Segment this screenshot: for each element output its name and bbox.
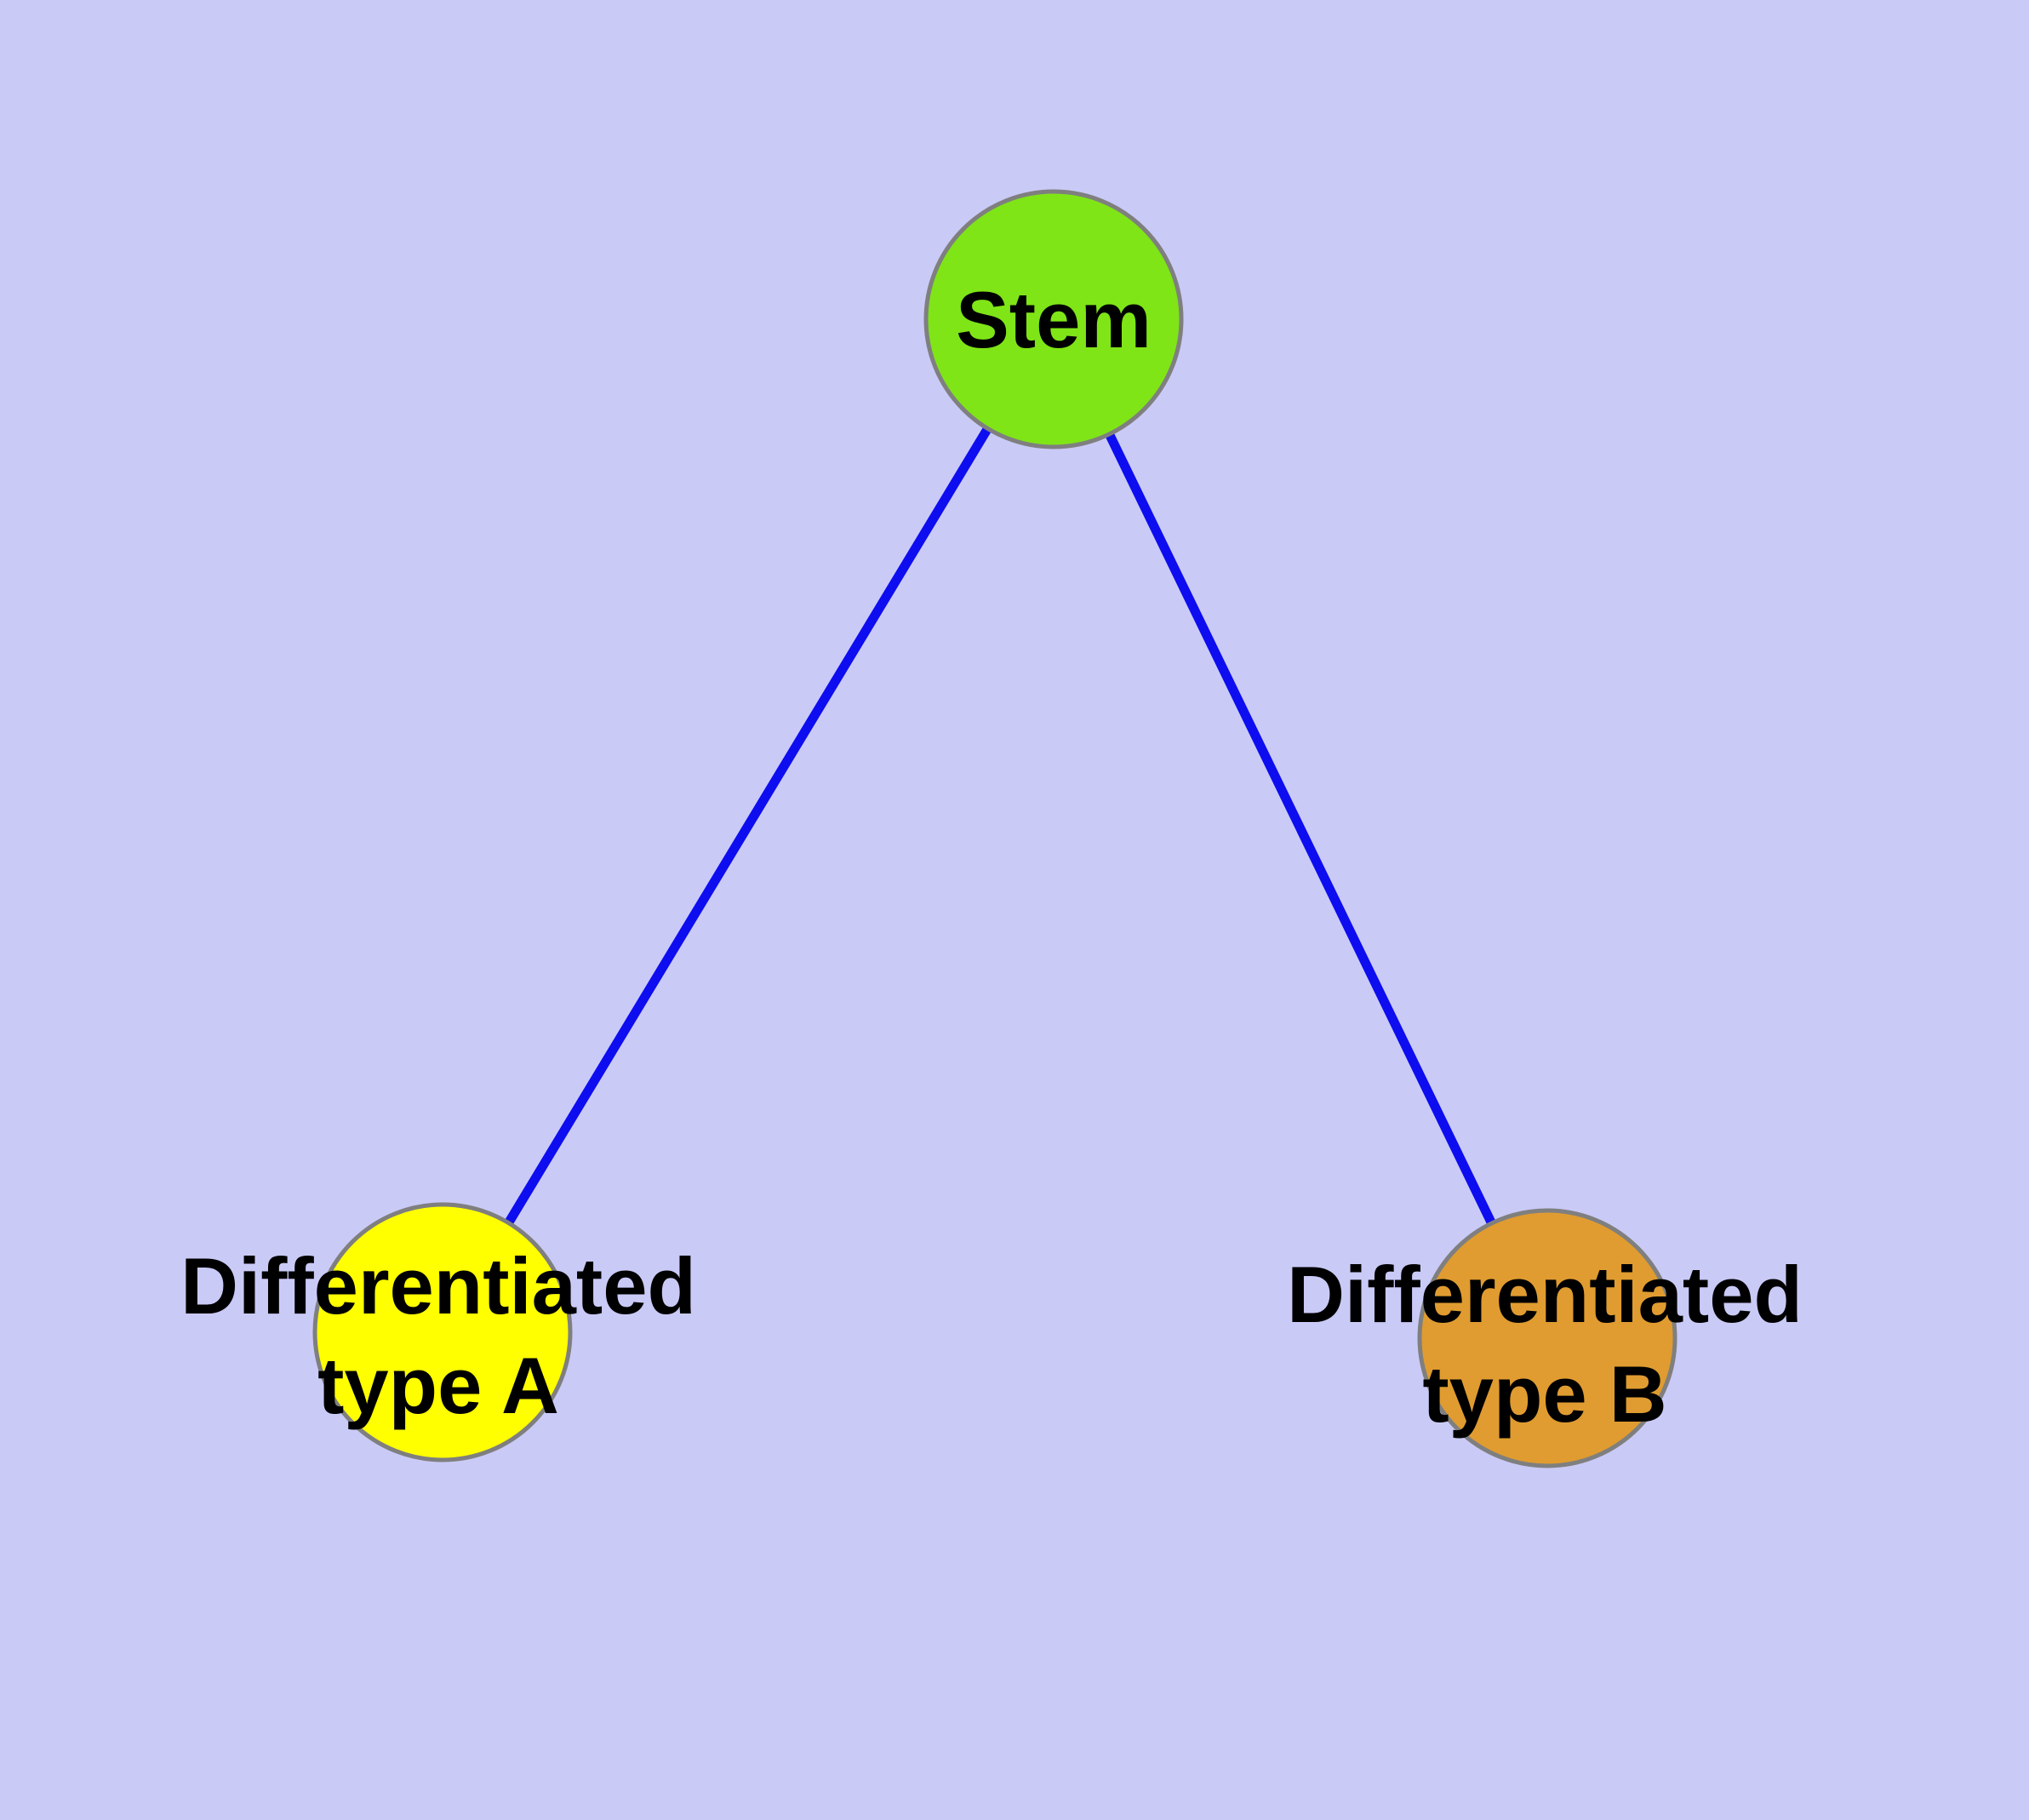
node-type-a-label-line2: type A [317, 1341, 559, 1430]
node-type-b-label-line2: type B [1422, 1349, 1666, 1439]
node-stem-circle [923, 189, 1184, 449]
edge-stem-to-type-b [1049, 317, 1552, 1341]
node-type-b-circle [1417, 1208, 1677, 1468]
node-type-b-label-line1: Differentiated [1287, 1250, 1803, 1339]
node-type-a-circle [312, 1202, 573, 1462]
node-stem-label: Stem [956, 275, 1152, 364]
node-type-a-label-line1: Differentiated [180, 1241, 696, 1331]
edge-stem-to-type-a [438, 317, 1058, 1335]
